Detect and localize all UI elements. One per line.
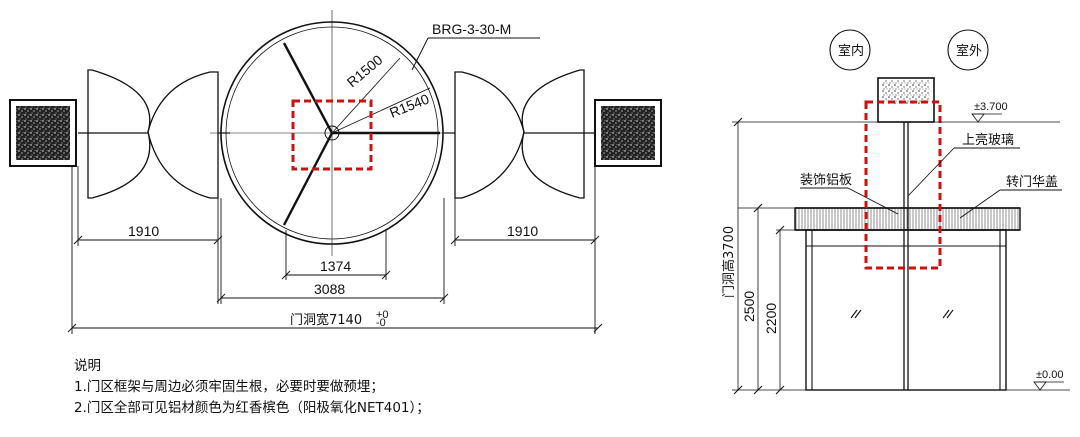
elevation-highlight-box [864,100,942,270]
notes-block: 说明 1.门区框架与周边必须牢固生根，必要时要做预埋； 2.门区全部可见铝材颜色… [74,356,430,419]
notes-item-1: 1.门区框架与周边必须牢固生根，必要时要做预埋； [74,379,384,395]
elevation-view [732,29,1070,395]
notes-item-2: 2.门区全部可见铝材颜色为红香槟色（阳极氧化NET401）； [74,400,430,416]
indoor-label: 室内 [838,43,864,59]
model-label: BRG-3-30-M [432,21,511,37]
radius-outer-label: R1540 [387,90,431,120]
outdoor-marker [947,29,989,71]
label-glass: 上亮玻璃 [962,132,1014,148]
radius-inner-label: R1500 [344,51,386,90]
dim-2200-label: 2200 [763,303,779,334]
label-aluminum: 装饰铝板 [800,173,852,188]
right-column-block [594,99,662,167]
drum [210,10,452,256]
plan-dimensions [67,166,603,334]
dim-diameter-label: 3088 [314,281,345,297]
dim-2500-label: 2500 [741,291,757,322]
tolerance-lower: -0 [376,317,386,329]
left-column-block [9,99,77,167]
label-canopy: 转门华盖 [1006,175,1058,190]
left-wing [78,69,230,199]
dim-opening-label: 1374 [320,258,351,274]
dim-total-label: 门洞宽7140 [290,312,362,328]
dim-right-label: 1910 [507,223,538,239]
level-top-label: ±3.700 [974,101,1008,113]
dim-height-total-label: 门洞高3700 [721,226,737,298]
notes-title: 说明 [74,358,101,374]
plan-highlight-box [291,99,373,171]
outdoor-label: 室外 [956,43,982,59]
right-wing [444,69,595,199]
dim-total-tolerance: +0 -0 [376,309,392,329]
dim-left-label: 1910 [128,223,159,239]
level-bottom-label: ±0.00 [1036,369,1063,381]
plan-view [9,10,662,334]
tolerance-upper: +0 [376,309,389,321]
indoor-marker [829,29,871,71]
